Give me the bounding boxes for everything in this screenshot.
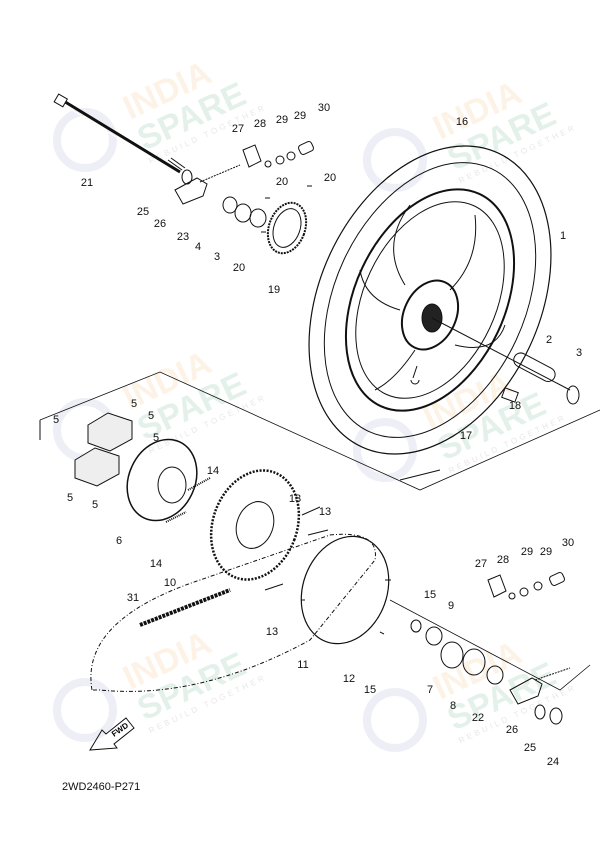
- part-label-16: 16: [456, 116, 468, 128]
- part-label-17: 17: [460, 430, 472, 442]
- watermark-logo-icon: [53, 108, 117, 172]
- part-label-10: 10: [164, 577, 176, 589]
- part-label-2: 2: [546, 334, 552, 346]
- part-label-29: 29: [294, 110, 306, 122]
- part-label-23: 23: [177, 231, 189, 243]
- part-label-31: 31: [127, 592, 139, 604]
- part-label-29: 29: [276, 114, 288, 126]
- part-label-24: 24: [547, 756, 559, 768]
- adjuster-27: [242, 144, 262, 168]
- sprocket-10: [209, 469, 301, 581]
- clip-18: [501, 387, 519, 403]
- part-label-9: 9: [448, 600, 454, 612]
- part-label-20: 20: [276, 176, 288, 188]
- part-label-25: 25: [137, 206, 149, 218]
- part-label-1: 1: [560, 230, 566, 242]
- part-label-4: 4: [195, 241, 201, 253]
- part-label-5: 5: [131, 398, 137, 410]
- part-label-26: 26: [154, 218, 166, 230]
- watermark-logo-icon: [363, 688, 427, 752]
- part-label-26: 26: [506, 724, 518, 736]
- adjuster-26: [174, 177, 208, 205]
- part-label-22: 22: [472, 712, 484, 724]
- collar-2: [513, 352, 556, 383]
- bearing-3: [566, 385, 580, 405]
- part-label-29: 29: [540, 546, 552, 558]
- part-label-25: 25: [524, 742, 536, 754]
- part-label-13: 13: [319, 506, 331, 518]
- part-label-27: 27: [475, 558, 487, 570]
- part-label-5: 5: [153, 432, 159, 444]
- part-label-5: 5: [148, 410, 154, 422]
- part-label-3: 3: [576, 347, 582, 359]
- hub-6: [126, 438, 198, 522]
- part-label-11: 11: [297, 659, 308, 671]
- sensor-rotor-19: [266, 201, 308, 255]
- watermark-logo-icon: [353, 418, 417, 482]
- part-label-28: 28: [497, 554, 509, 566]
- part-label-19: 19: [268, 284, 280, 296]
- part-label-5: 5: [92, 499, 98, 511]
- damper-5-group: [74, 412, 133, 487]
- part-label-5: 5: [67, 492, 73, 504]
- protector-11: [300, 535, 391, 645]
- part-label-14: 14: [207, 465, 219, 477]
- watermark-logo-icon: [363, 128, 427, 192]
- part-label-30: 30: [562, 537, 574, 549]
- part-label-15: 15: [424, 589, 436, 601]
- watermark-logo-icon: [53, 678, 117, 742]
- fwd-arrow-icon: [89, 717, 135, 751]
- part-label-20: 20: [233, 262, 245, 274]
- part-label-14: 14: [150, 558, 162, 570]
- wheel-assembly: [308, 145, 580, 455]
- drawing-code: 2WD2460-P271: [62, 781, 141, 793]
- part-label-13: 13: [289, 493, 301, 505]
- part-label-28: 28: [254, 118, 266, 130]
- part-label-6: 6: [116, 535, 122, 547]
- part-label-3: 3: [214, 251, 220, 263]
- part-label-27: 27: [232, 123, 244, 135]
- part-label-5: 5: [53, 414, 59, 426]
- part-label-15: 15: [364, 684, 376, 696]
- part-label-12: 12: [343, 673, 355, 685]
- part-label-29: 29: [521, 546, 533, 558]
- part-label-30: 30: [318, 102, 330, 114]
- part-label-13: 13: [266, 626, 278, 638]
- part-label-7: 7: [427, 684, 433, 696]
- part-label-18: 18: [509, 400, 521, 412]
- axle-21: [53, 93, 186, 177]
- part-label-20: 20: [324, 172, 336, 184]
- part-label-8: 8: [450, 700, 456, 712]
- part-label-21: 21: [81, 177, 93, 189]
